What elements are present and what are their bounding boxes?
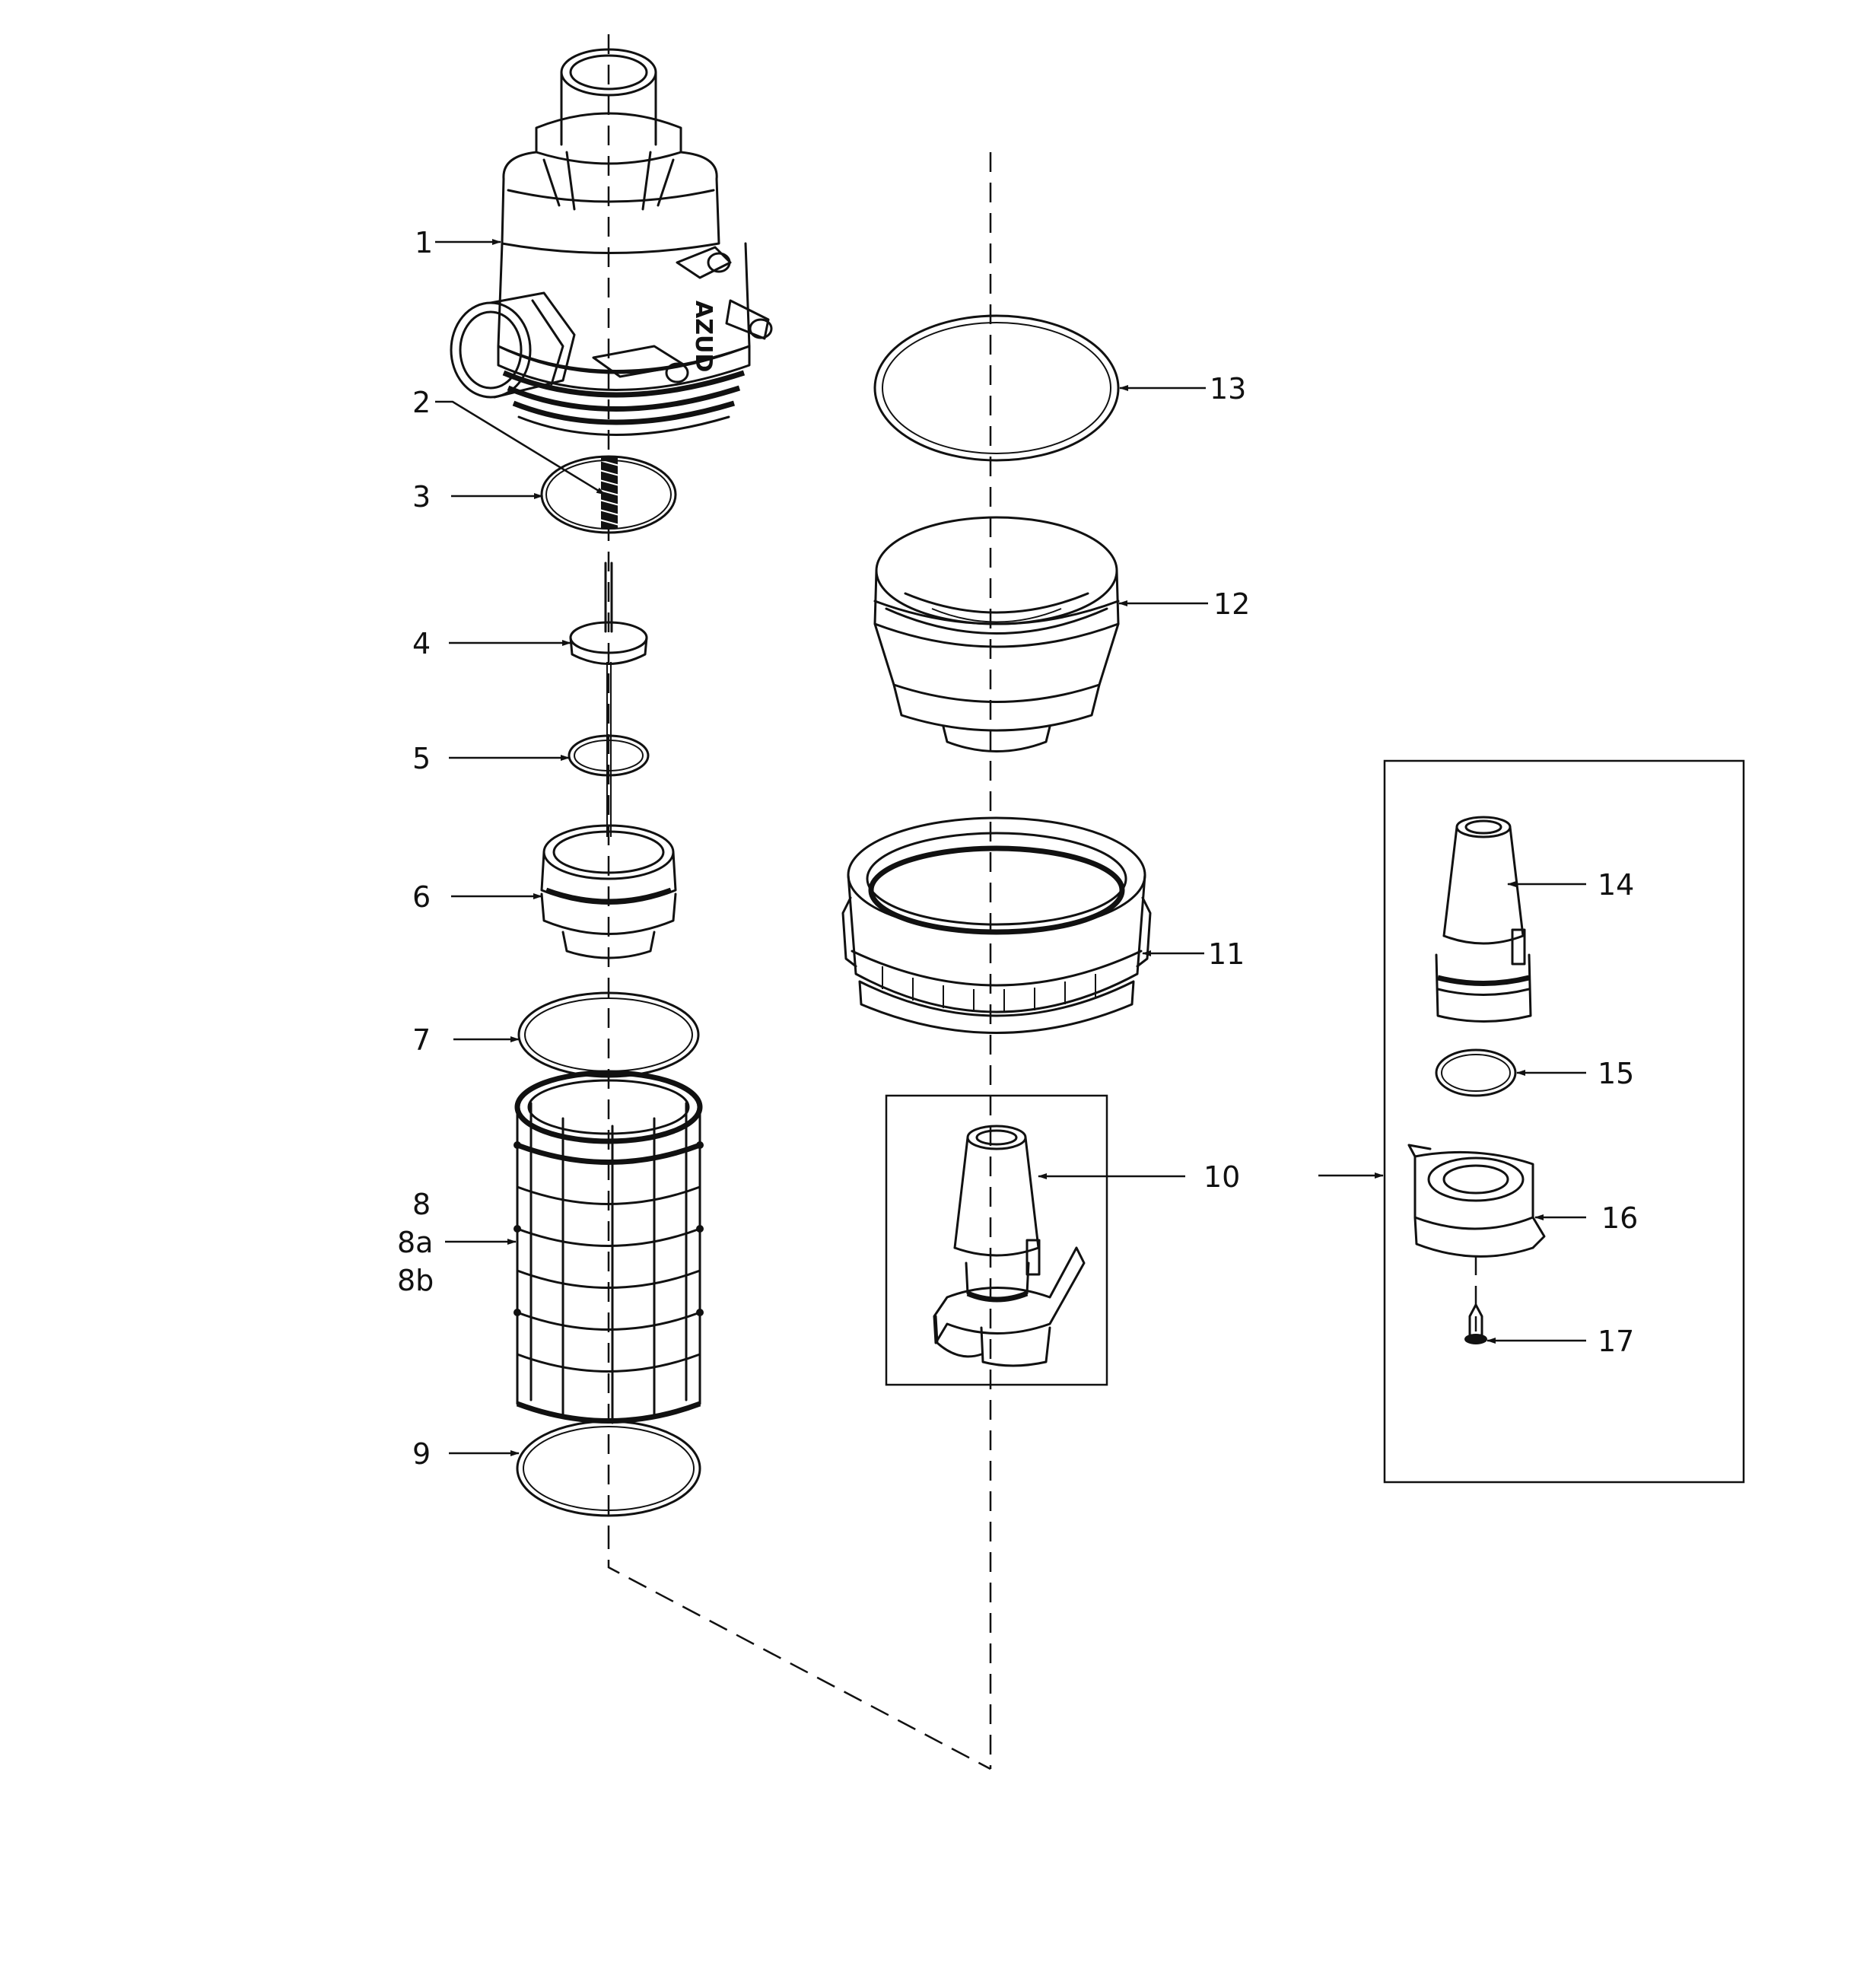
callout-8: 8	[412, 1188, 431, 1221]
housing-brand-mark: AZUD	[690, 301, 717, 372]
part-16-drain-body	[1407, 1144, 1546, 1258]
callout-4: 4	[412, 627, 431, 660]
callout-17: 17	[1598, 1325, 1634, 1358]
callout-7: 7	[412, 1023, 431, 1057]
callout-8b: 8b	[397, 1264, 434, 1297]
callout-13: 13	[1210, 372, 1246, 406]
callout-5: 5	[412, 742, 431, 775]
callout-12: 12	[1213, 587, 1250, 621]
part-15-o-ring	[1435, 1048, 1517, 1097]
callout-16: 16	[1601, 1201, 1638, 1235]
callout-15: 15	[1598, 1057, 1634, 1090]
callout-1: 1	[415, 226, 433, 259]
part-10-drain-valve	[885, 1094, 1108, 1386]
part-1-filter-housing: AZUD	[450, 48, 773, 436]
callout-14: 14	[1598, 868, 1634, 902]
part-10-detail-box	[885, 1094, 1108, 1386]
callout-6: 6	[412, 880, 431, 914]
part-13-o-ring	[873, 314, 1120, 462]
part-2-spring	[599, 457, 620, 529]
part-9-o-ring	[516, 1420, 701, 1517]
callout-11: 11	[1208, 937, 1245, 971]
leader-lines	[435, 239, 1586, 1456]
detail-box-14-17	[1383, 759, 1745, 1484]
callout-3: 3	[412, 480, 431, 514]
part-11-clamp-ring	[841, 816, 1152, 1034]
callout-8a: 8a	[397, 1226, 433, 1259]
part-3-o-ring-inner	[545, 460, 672, 530]
part-15-o-ring-inner	[1441, 1054, 1511, 1092]
part-12-cover	[873, 516, 1120, 752]
callout-9: 9	[412, 1437, 431, 1471]
part-6-piston-seat	[540, 824, 677, 959]
part-4-piston	[569, 562, 648, 837]
part-14-drain-nozzle	[1435, 816, 1532, 1023]
part-9-o-ring-inner	[523, 1426, 695, 1511]
callout-2: 2	[412, 386, 431, 419]
callout-labels: 1 2 3 4 5 6 7 8 8a 8b 9 10 11 12 13 14 1…	[397, 226, 1638, 1471]
part-8-filter-cartridge	[514, 1070, 704, 1424]
part-7-o-ring	[517, 991, 700, 1078]
assembly-center-lines	[607, 34, 1477, 1771]
part-5-o-ring-inner	[574, 740, 644, 772]
part-13-o-ring-inner	[882, 322, 1111, 454]
callout-10: 10	[1204, 1160, 1240, 1194]
